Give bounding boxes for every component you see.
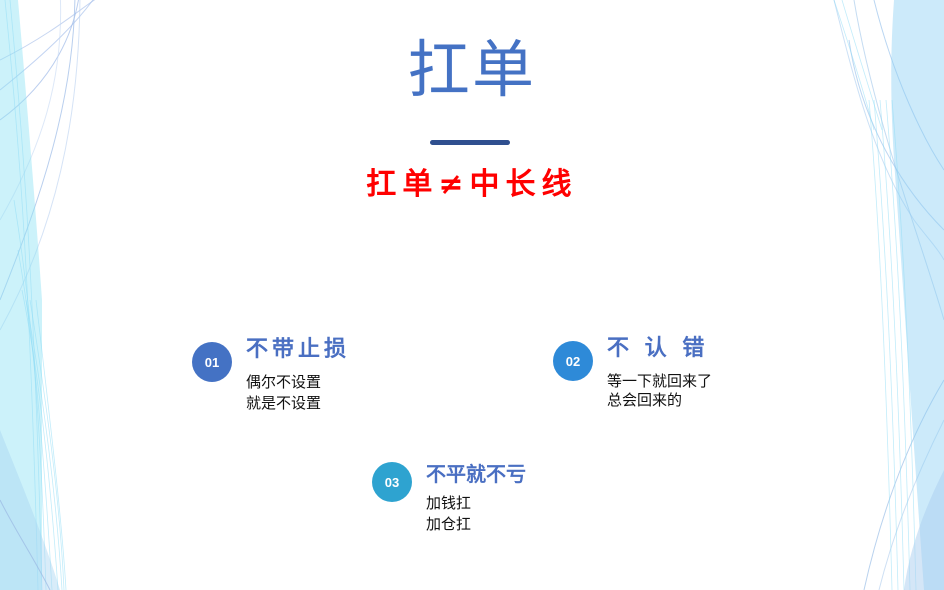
- point-heading: 不平就不亏: [426, 462, 526, 486]
- point-heading: 不 认 错: [607, 336, 709, 361]
- number-badge: 02: [553, 341, 593, 381]
- point-line: 总会回来的: [607, 391, 683, 409]
- title-divider: [430, 140, 510, 145]
- point-line: 偶尔不设置: [246, 373, 322, 391]
- slide-subtitle: 扛单≠中长线: [366, 167, 578, 202]
- decorative-wave-left: [0, 0, 96, 590]
- point-line: 就是不设置: [246, 394, 322, 412]
- slide-title: 扛单: [407, 33, 536, 106]
- point-line: 加钱扛: [426, 494, 472, 512]
- point-heading: 不带止损: [246, 337, 351, 362]
- number-badge: 01: [192, 342, 232, 382]
- number-badge: 03: [372, 462, 412, 502]
- decorative-wave-right: [833, 0, 944, 590]
- point-line: 等一下就回来了: [607, 372, 713, 390]
- point-line: 加仓扛: [426, 515, 472, 533]
